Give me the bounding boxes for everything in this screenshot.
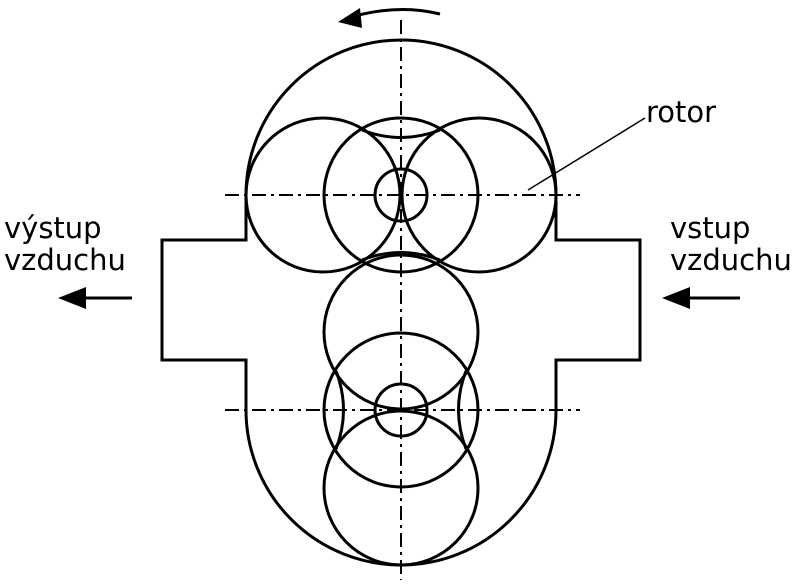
upper-rotor [244,116,558,274]
lower-rotor [322,253,480,567]
outlet-label: výstup vzduchu [4,212,126,276]
upper-rotor-right-lobe-circle [400,116,558,274]
inlet-label-line1: vstup [670,211,751,245]
upper-rotor-left-lobe-circle [244,116,402,274]
inlet-label: vstup vzduchu [670,212,792,276]
upper-rotor-waist-bottom [361,251,441,262]
outlet-label-line1: výstup [4,211,102,245]
rotation-arrow [338,8,441,28]
lower-shaft-circle [373,382,429,438]
rotor-label: rotor [646,95,717,129]
outlet-label-line2: vzduchu [4,243,126,277]
lower-rotor-lower-lobe-circle [322,409,480,567]
upper-rotor-waist-top [361,128,441,139]
lower-rotor-upper-lobe-circle [322,253,480,411]
inlet-arrow [662,287,740,309]
upper-rotor-center-circle [322,116,480,274]
outlet-arrow [58,287,132,309]
lower-rotor-center-circle [322,331,480,489]
lower-rotor-waist-right [457,370,468,450]
housing-outline [160,38,642,567]
rotor-leader-line [527,117,646,191]
inlet-arrow-head [662,287,690,309]
inlet-label-line2: vzduchu [670,243,792,277]
upper-shaft-circle [373,167,429,223]
outlet-arrow-head [58,287,86,309]
rotation-arrow-head [338,8,362,28]
lower-rotor-waist-left [334,370,345,450]
